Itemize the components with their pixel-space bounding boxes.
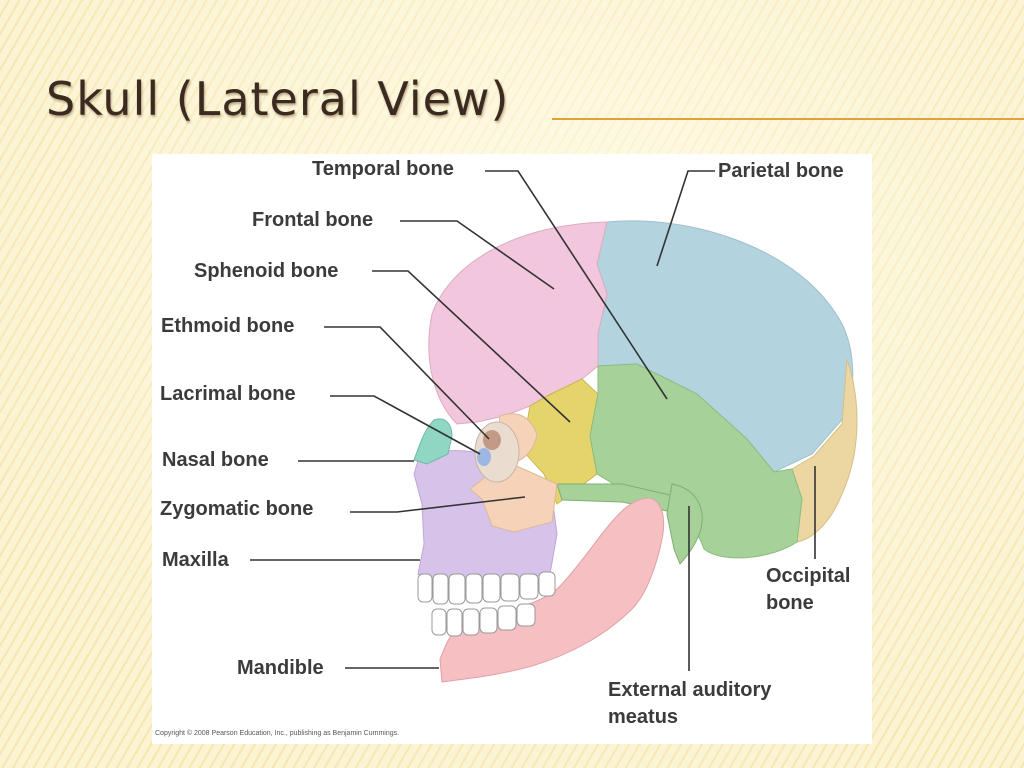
- ethmoid-leader: [324, 326, 490, 440]
- label-parietal-bone: Parietal bone: [718, 160, 844, 182]
- label-temporal-bone: Temporal bone: [312, 158, 454, 180]
- mandible-region: [439, 497, 665, 683]
- skull-diagram: Temporal bone Parietal bone Frontal bone…: [152, 154, 872, 744]
- ethmoid-bone-region: [483, 430, 501, 450]
- label-mandible: Mandible: [237, 657, 324, 679]
- lacrimal-bone-region: [477, 448, 491, 466]
- label-maxilla: Maxilla: [162, 549, 229, 571]
- nasal-bone-region: [413, 418, 453, 465]
- label-frontal-bone: Frontal bone: [252, 209, 374, 231]
- label-external-auditory-line1: External auditory: [608, 679, 772, 701]
- skull-illustration: [250, 170, 858, 683]
- title-underline: [552, 118, 1024, 120]
- label-sphenoid-bone: Sphenoid bone: [194, 260, 339, 282]
- label-ethmoid-bone: Ethmoid bone: [161, 315, 295, 337]
- label-occipital-line2: bone: [766, 592, 814, 614]
- temporal-leader: [485, 170, 668, 400]
- label-lacrimal-bone: Lacrimal bone: [160, 383, 296, 405]
- lacrimal-leader: [330, 395, 481, 455]
- parietal-leader: [656, 170, 715, 267]
- copyright-notice: Copyright © 2008 Pearson Education, Inc.…: [155, 730, 400, 737]
- label-external-auditory-line2: meatus: [608, 706, 679, 728]
- sphenoid-leader: [372, 270, 571, 423]
- label-zygomatic-bone: Zygomatic bone: [160, 498, 314, 520]
- slide-title: Skull (Lateral View): [46, 72, 510, 126]
- zygomatic-leader: [350, 496, 526, 513]
- label-occipital-line1: Occipital: [766, 565, 851, 587]
- mastoid-process: [666, 483, 703, 565]
- leader-lines: [250, 170, 816, 671]
- label-nasal-bone: Nasal bone: [162, 449, 269, 471]
- frontal-leader: [400, 220, 555, 290]
- zygomatic-bone-region: [469, 413, 558, 533]
- teeth: [417, 571, 556, 637]
